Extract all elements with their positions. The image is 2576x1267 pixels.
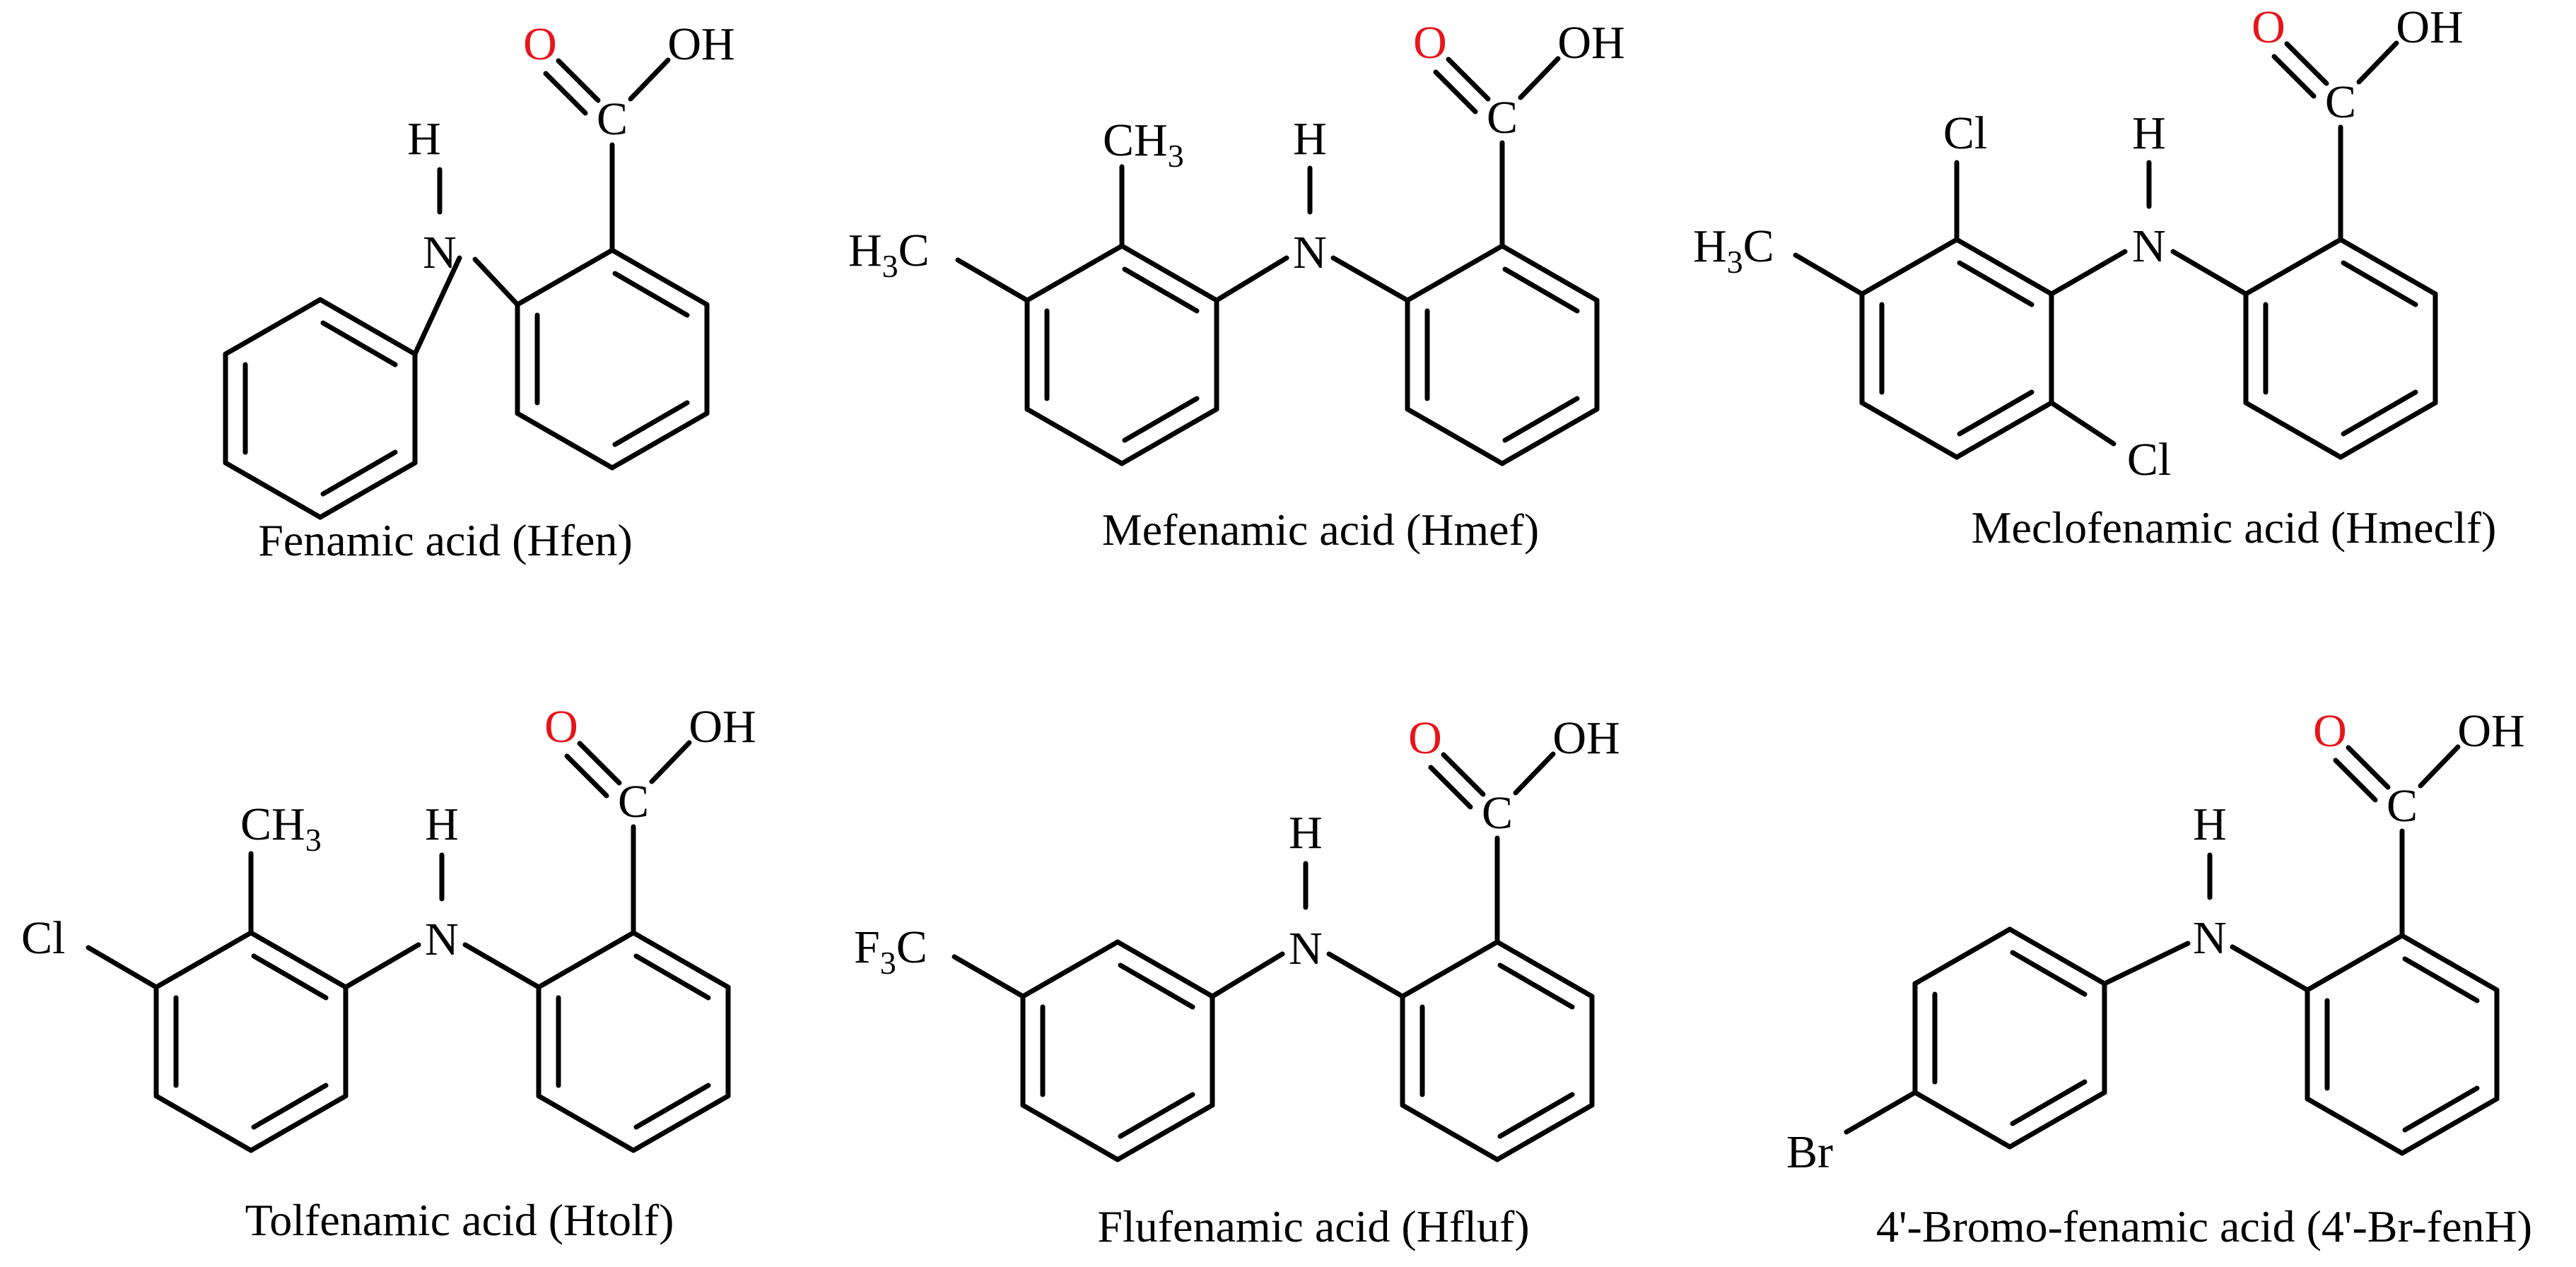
molecule-flufenamic-acid: O OH C H N F3C Flufenamic acid (Hfluf) — [854, 712, 1620, 1251]
oxygen-label: O — [1408, 712, 1442, 764]
hydroxyl-label: OH — [1557, 17, 1624, 69]
oxygen-label: O — [2252, 1, 2285, 53]
amine-nitrogen-label: N — [2193, 912, 2227, 964]
hydroxyl-label: OH — [1552, 712, 1620, 764]
amine-hydrogen-label: H — [407, 113, 441, 165]
amine-hydrogen-label: H — [2193, 798, 2227, 850]
carbonyl-carbon-label: C — [618, 776, 649, 827]
oxygen-label: O — [544, 701, 578, 753]
molecule-mefenamic-acid: O OH C H N CH3 H3C Mefenamic acid (Hmef) — [848, 17, 1625, 555]
oxygen-label: O — [523, 18, 557, 70]
bonds — [952, 751, 1595, 1162]
molecule-caption: Meclofenamic acid (Hmeclf) — [1972, 502, 2497, 553]
amine-nitrogen-label: N — [1293, 227, 1327, 278]
molecule-tolfenamic-acid: O OH C H N CH3 Cl Tolfenamic acid (Htolf… — [21, 701, 756, 1245]
hydroxyl-label: OH — [689, 701, 756, 753]
molecule-caption: Flufenamic acid (Hfluf) — [1097, 1201, 1529, 1251]
carbonyl-carbon-label: C — [1482, 787, 1513, 839]
carbonyl-carbon-label: C — [2387, 780, 2418, 832]
methyl-left-label: H3C — [848, 225, 930, 284]
bonds — [1793, 40, 2438, 460]
amine-nitrogen-label: N — [425, 914, 459, 965]
bonds — [223, 57, 710, 520]
amine-hydrogen-label: H — [2132, 107, 2166, 159]
carbonyl-carbon-label: C — [597, 93, 628, 145]
hydroxyl-label: OH — [2396, 1, 2463, 53]
molecule-caption: 4'-Bromo-fenamic acid (4'-Br-fenH) — [1876, 1201, 2532, 1251]
bonds — [955, 56, 1600, 466]
molecule-meclofenamic-acid: O OH C H N Cl Cl H3C Meclofenamic acid (… — [1693, 1, 2496, 553]
amine-hydrogen-label: H — [1293, 113, 1327, 165]
methyl-left-label: H3C — [1693, 220, 1774, 280]
bonds — [1844, 744, 2500, 1156]
molecule-caption: Tolfenamic acid (Htolf) — [245, 1195, 674, 1245]
amine-nitrogen-label: N — [1289, 923, 1323, 974]
amine-nitrogen-label: N — [2132, 220, 2166, 272]
amine-nitrogen-label: N — [423, 227, 457, 278]
amine-hydrogen-label: H — [425, 798, 459, 850]
bonds — [86, 740, 731, 1153]
molecule-fenamic-acid: O OH C H N Fenamic acid (Hfen) — [223, 18, 735, 565]
chlorine-bottom-label: Cl — [2127, 434, 2171, 485]
molecule-caption: Mefenamic acid (Hmef) — [1102, 505, 1539, 555]
chlorine-top-label: Cl — [1943, 107, 1987, 159]
bromine-label: Br — [1786, 1126, 1833, 1178]
hydroxyl-label: OH — [2457, 705, 2524, 757]
hydroxyl-label: OH — [667, 18, 734, 70]
carbonyl-carbon-label: C — [2325, 76, 2356, 128]
amine-hydrogen-label: H — [1289, 807, 1323, 859]
molecule-4-bromo-fenamic-acid: O OH C H N Br 4'-Bromo-fenamic acid (4'-… — [1786, 705, 2532, 1251]
methyl-top-label: CH3 — [240, 798, 322, 858]
methyl-top-label: CH3 — [1103, 114, 1184, 174]
molecule-caption: Fenamic acid (Hfen) — [258, 515, 633, 565]
oxygen-label: O — [2313, 705, 2347, 757]
oxygen-label: O — [1413, 17, 1447, 69]
carbonyl-carbon-label: C — [1487, 92, 1518, 143]
trifluoromethyl-label: F3C — [854, 921, 927, 981]
chlorine-left-label: Cl — [21, 912, 65, 964]
